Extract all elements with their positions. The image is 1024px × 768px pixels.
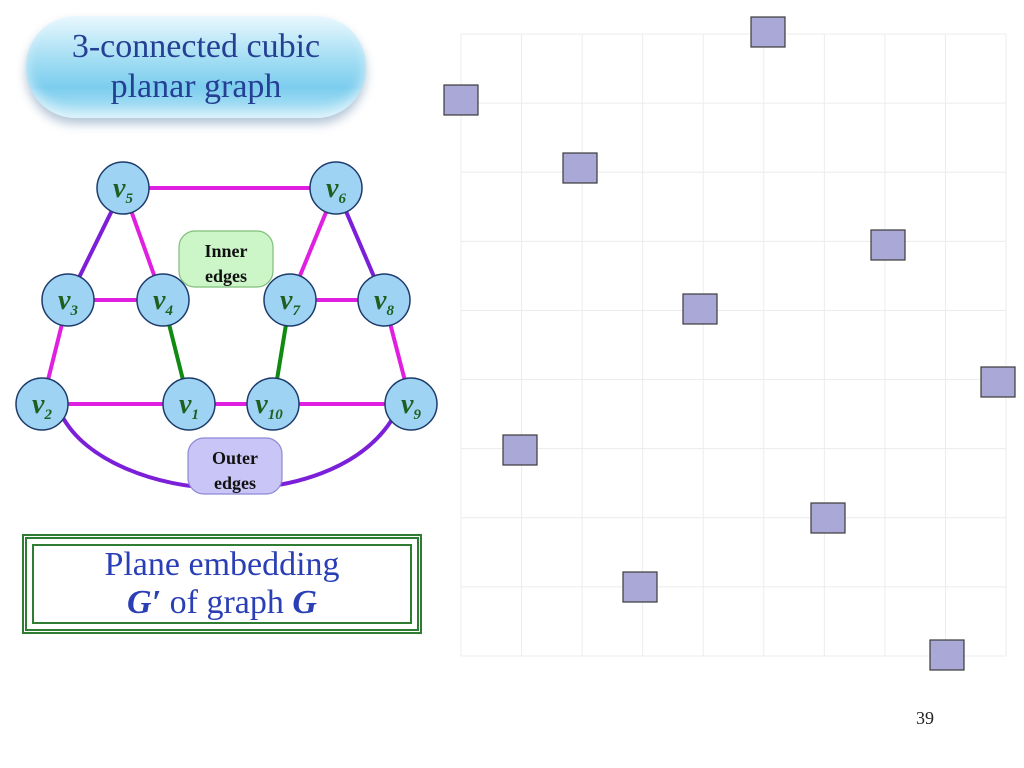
vertex-v1: v1 [162, 377, 216, 431]
vertex-circle [263, 273, 317, 327]
vertex-label: v2 [32, 389, 52, 423]
caption-line-2: G′ of graph G [27, 584, 417, 622]
grid-square [870, 229, 906, 261]
vertex-label: v3 [58, 285, 78, 319]
vertex-v8: v8 [357, 273, 411, 327]
vertex-circle [357, 273, 411, 327]
page-number: 39 [916, 708, 934, 728]
vertex-circle [41, 273, 95, 327]
vertex-v10: v10 [246, 377, 300, 431]
vertex-circle [384, 377, 438, 431]
vertex-v3: v3 [41, 273, 95, 327]
inner-edges-line-1: Inner [204, 241, 247, 261]
vertex-label: v7 [280, 285, 300, 319]
vertex-label: v8 [374, 285, 394, 319]
grid-square [980, 366, 1016, 398]
title-line-1: 3-connected cubic [71, 28, 321, 65]
vertex-circle [136, 273, 190, 327]
grid-square [502, 434, 538, 466]
vertex-label: v4 [153, 285, 173, 319]
inner-edges-box [178, 230, 274, 288]
grid-lines [460, 33, 1007, 657]
grid-squares [443, 16, 1016, 671]
caption-g-prime: G′ [127, 584, 162, 621]
outer-edges-box [187, 437, 283, 495]
inner-edges-label: Inner edges [178, 230, 274, 288]
vertex-layer: v5 v6 v3 v4 v7 v8 v2 v1 v10 v9 [15, 161, 438, 431]
graph-diagram: Inner edges v5 v6 v3 v4 v7 v8 v2 v1 v10 v9 Outer … [15, 161, 438, 495]
vertex-v5: v5 [96, 161, 150, 215]
title-line-2: planar graph [110, 68, 282, 105]
vertex-v2: v2 [15, 377, 69, 431]
vertex-label: v1 [179, 389, 199, 423]
vertex-label: v6 [326, 173, 346, 207]
inner-edges-line-2: edges [205, 266, 247, 286]
outer-edges-line-1: Outer [212, 448, 258, 468]
grid-square [622, 571, 658, 603]
vertex-circle [162, 377, 216, 431]
caption-middle: of graph [161, 584, 293, 621]
grid-square [443, 84, 479, 116]
vertex-v9: v9 [384, 377, 438, 431]
caption-g: G [292, 584, 317, 621]
caption-box: Plane embedding G′ of graph G [22, 534, 422, 634]
outer-edges-line-2: edges [214, 473, 256, 493]
title-banner: 3-connected cubic planar graph [26, 16, 366, 118]
vertex-v6: v6 [309, 161, 363, 215]
vertex-circle [309, 161, 363, 215]
vertex-circle [15, 377, 69, 431]
outer-edges-label: Outer edges [187, 437, 283, 495]
vertex-label: v9 [401, 389, 421, 423]
vertex-v7: v7 [263, 273, 317, 327]
grid-square [562, 152, 598, 184]
grid-square [810, 502, 846, 534]
vertex-label: v10 [255, 389, 283, 423]
grid-square [682, 293, 718, 325]
grid-square [750, 16, 786, 48]
caption-line-1: Plane embedding [104, 546, 340, 583]
vertex-circle [96, 161, 150, 215]
vertex-label: v5 [113, 173, 133, 207]
grid-square [929, 639, 965, 671]
vertex-circle [246, 377, 300, 431]
vertex-v4: v4 [136, 273, 190, 327]
